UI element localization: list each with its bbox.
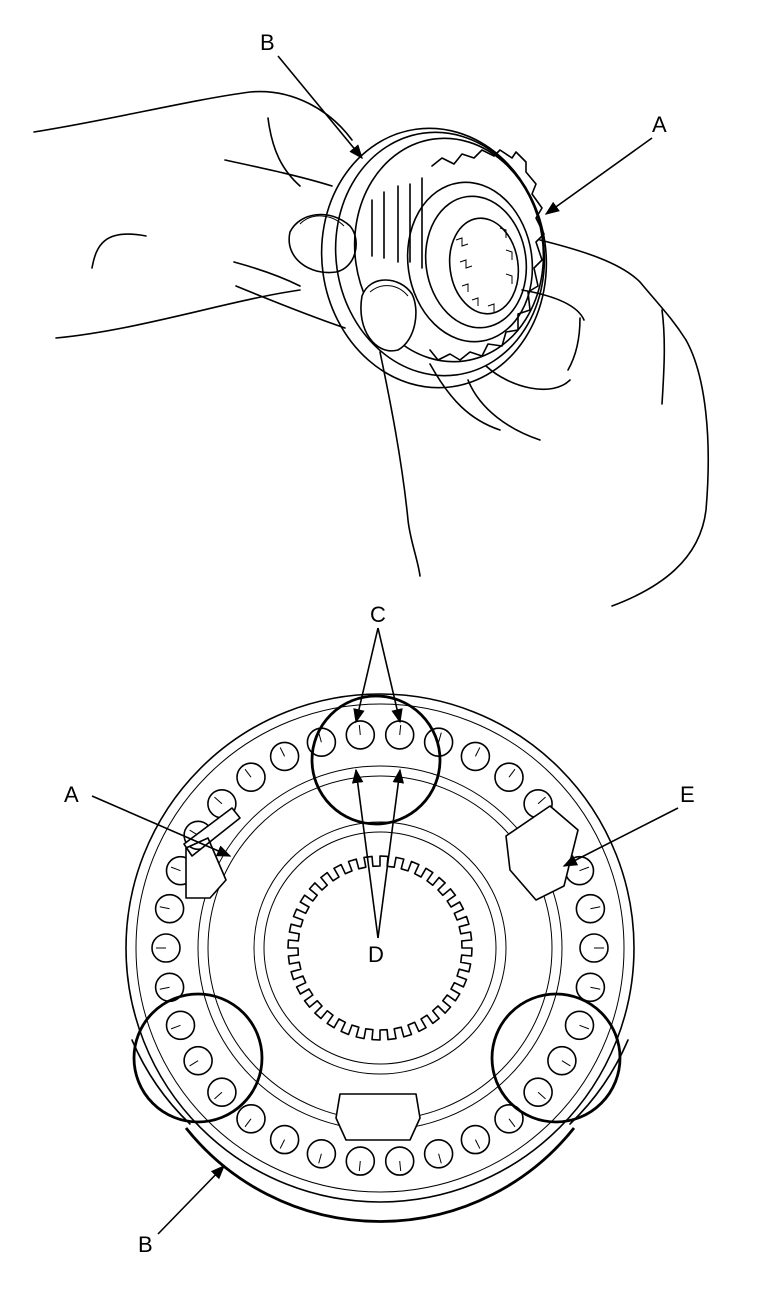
sleeve-tooth-tip: [579, 1024, 590, 1030]
left-hand-palm-line: [233, 261, 301, 287]
sleeve-tooth-tip: [399, 724, 402, 735]
synchro-sleeve-top: [320, 127, 548, 389]
sleeve-tooth-tip: [358, 1161, 361, 1172]
sleeve-tooth-tip: [244, 768, 252, 778]
callout-label-c: C: [370, 602, 386, 627]
callout-label-b: B: [260, 30, 275, 55]
shifter-slot-bottom: [335, 1093, 421, 1141]
callout-top-b: B: [260, 30, 363, 160]
callout-label-b: B: [138, 1232, 153, 1257]
left-hand-finger-line: [224, 159, 333, 187]
sleeve-tooth-tip: [399, 1161, 402, 1172]
right-hand: [360, 239, 709, 607]
sleeve-tooth-tip: [279, 747, 286, 757]
sleeve-tooth-tip: [438, 1153, 442, 1164]
sleeve-slots: [371, 177, 423, 269]
synchro-sleeve-front-view: [125, 693, 635, 1223]
hub-boss: [263, 831, 497, 1065]
sleeve-tooth-tip: [318, 732, 322, 743]
shifter-slot-left: [183, 807, 241, 899]
sleeve-tooth-tip: [279, 1139, 286, 1149]
callout-e: E: [562, 782, 695, 867]
sleeve-tooth-tip: [537, 1091, 546, 1100]
sleeve-outer-ring: [125, 693, 635, 1203]
bore-splines: [455, 227, 513, 312]
bore-spline-outline: [287, 855, 473, 1041]
hub-teeth-outline: [429, 149, 545, 361]
hub-ring-inner: [253, 821, 507, 1075]
sleeve-inner-ring: [135, 703, 625, 1193]
shifter-slot-right: [505, 805, 579, 901]
callout-d: D: [351, 768, 405, 967]
sleeve-tooth-tip: [170, 866, 181, 872]
sleeve-tooth-tip: [244, 1118, 252, 1128]
sleeve-tooth-tip: [579, 866, 590, 872]
sleeve-tooth-tip: [170, 1024, 181, 1030]
callout-b: B: [138, 1164, 226, 1257]
inspection-circle-right: [490, 992, 622, 1124]
sleeve-tooth-tip: [358, 724, 361, 735]
callout-label-e: E: [680, 782, 695, 807]
sleeve-tooth-tip: [508, 768, 516, 778]
callout-c: C: [353, 602, 403, 724]
sleeve-tooth-tip: [474, 1139, 481, 1149]
left-hand-palm-line: [55, 289, 301, 339]
sleeve-tooth-tip: [474, 747, 481, 757]
sleeve-tooth-tip: [508, 1118, 516, 1128]
sleeve-tooth-tip: [590, 906, 601, 910]
left-hand-palm-line: [91, 233, 147, 269]
callout-a: A: [64, 782, 232, 857]
inspection-circle-left: [132, 992, 264, 1124]
sleeve-tooth-tip: [561, 1060, 571, 1067]
callout-label-a: A: [64, 782, 79, 807]
callout-top-a: A: [544, 112, 667, 215]
callout-label-d: D: [368, 942, 384, 967]
left-hand-palm-line: [235, 285, 346, 329]
left-hand-outline: [33, 90, 353, 141]
hands-illustration: [33, 90, 357, 339]
sleeve-tooth-tip: [537, 796, 546, 805]
splined-bore: [287, 855, 473, 1041]
sleeve-tooth-tip: [159, 906, 170, 910]
sleeve-tooth-tip: [159, 986, 170, 990]
right-thumb: [360, 279, 417, 352]
callout-label-a: A: [652, 112, 667, 137]
sleeve-tooth-tip: [214, 1091, 223, 1100]
sleeve-tooth-tip: [189, 1060, 199, 1067]
sleeve-tooth-tip: [214, 796, 223, 805]
sleeve-tooth-tip: [318, 1153, 322, 1164]
sleeve-edge-arc: [184, 1127, 576, 1223]
sleeve-teeth: [151, 720, 609, 1176]
left-hand-finger-line: [267, 117, 301, 187]
sleeve-tooth-tip: [590, 986, 601, 990]
sleeve-tooth-tip: [438, 732, 442, 743]
left-thumbnail: [299, 215, 345, 227]
inspection-circle-top: [310, 694, 442, 826]
